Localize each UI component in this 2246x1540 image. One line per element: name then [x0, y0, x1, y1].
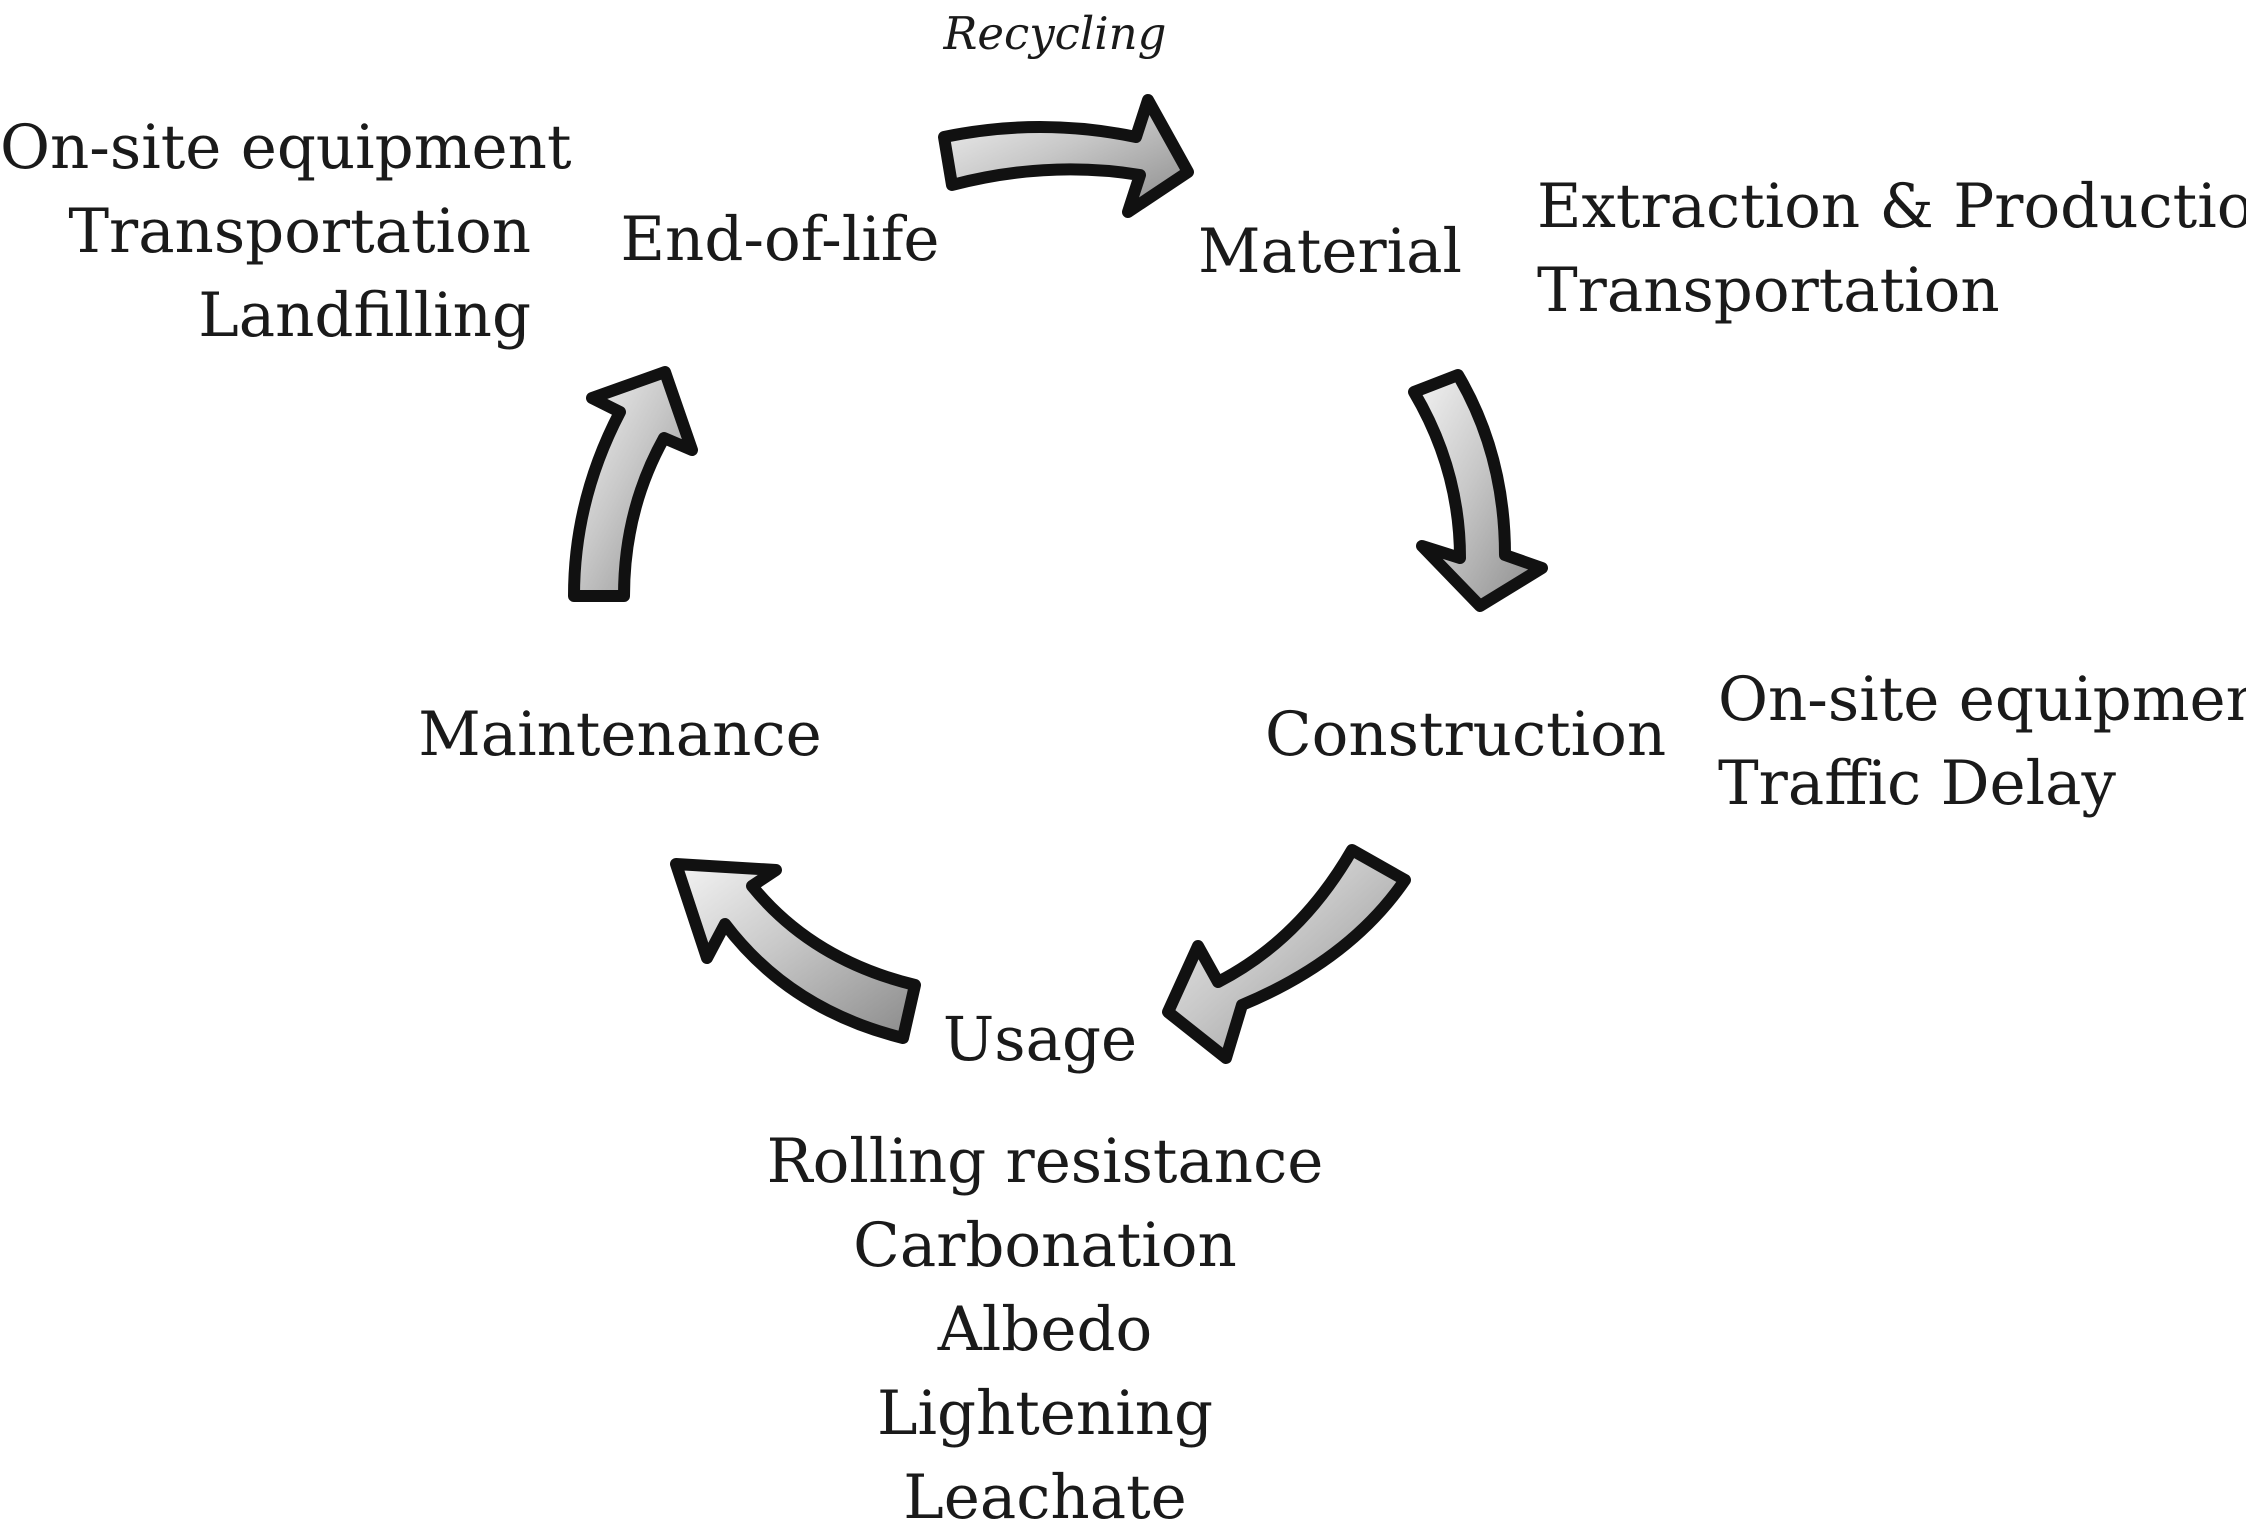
stage-maintenance: Maintenance: [418, 699, 822, 770]
stage-material: Material: [1198, 216, 1462, 287]
arrow-material-to-construction: [1408, 369, 1548, 612]
arrow-recycling: [938, 94, 1194, 218]
stage-end-of-life: End-of-life: [620, 204, 940, 275]
usage-item: Lightening: [876, 1378, 1214, 1449]
material-item: Transportation: [1537, 255, 2000, 326]
material-item: Extraction & Production: [1537, 171, 2246, 242]
arrow-usage-to-maintenance: [670, 858, 921, 1044]
usage-item: Albedo: [937, 1294, 1153, 1365]
usage-item: Rolling resistance: [766, 1126, 1324, 1197]
stage-usage: Usage: [942, 1004, 1138, 1075]
arrow-maintenance-to-end-of-life: [568, 366, 698, 602]
recycling-label: Recycling: [943, 7, 1167, 60]
usage-item: Carbonation: [853, 1210, 1237, 1281]
end-of-life-items: On-site equipment Transportation Landfil…: [0, 106, 572, 358]
construction-item: On-site equipment: [1718, 664, 2246, 735]
construction-items: On-site equipment Traffic Delay: [1718, 658, 2246, 826]
usage-items: Rolling resistance Carbonation Albedo Li…: [745, 1120, 1345, 1540]
end-of-life-item: Landfilling: [198, 280, 531, 351]
arrow-construction-to-usage: [1162, 844, 1411, 1064]
end-of-life-item: On-site equipment: [0, 112, 572, 183]
material-items: Extraction & Production Transportation: [1537, 165, 2246, 333]
end-of-life-item: Transportation: [68, 196, 531, 267]
stage-construction: Construction: [1265, 699, 1667, 770]
construction-item: Traffic Delay: [1718, 748, 2116, 819]
usage-item: Leachate: [903, 1462, 1187, 1533]
